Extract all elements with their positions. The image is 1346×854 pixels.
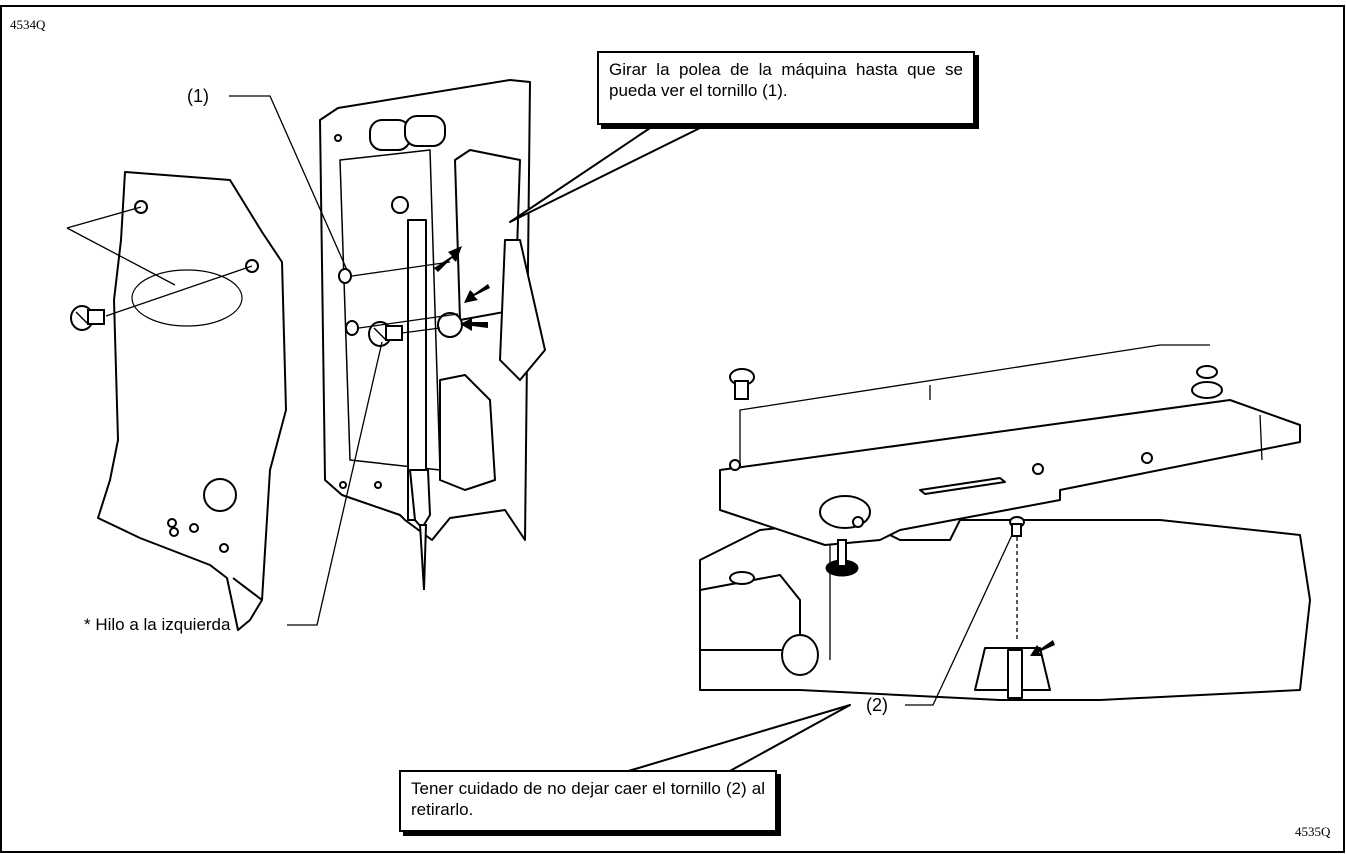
machine-bed — [699, 519, 1311, 701]
callout-turn-pulley: Girar la polea de la máquina hasta que s… — [597, 51, 975, 125]
bobbin-wheel — [825, 539, 859, 577]
leader-screw-1 — [229, 95, 348, 271]
callout-top-pointer — [509, 127, 701, 223]
head-screw — [368, 321, 403, 347]
needle — [418, 524, 428, 591]
label-screw-2: (2) — [866, 695, 888, 715]
label-screw-1: (1) — [187, 86, 209, 106]
diagram-border — [0, 5, 1345, 853]
callout-careful-screw: Tener cuidado de no dejar caer el tornil… — [399, 770, 777, 832]
figure-code-bottom: 4535Q — [1295, 824, 1331, 839]
leader-left-thread — [287, 341, 383, 626]
bed-plate — [719, 365, 1301, 546]
screw-2 — [1009, 516, 1025, 537]
machine-head — [319, 79, 546, 541]
bed-outline — [739, 344, 1263, 660]
head-guide-lines — [351, 261, 459, 334]
face-cover-plate — [97, 171, 287, 631]
pointer-arrow-bed — [1030, 640, 1055, 656]
leader-screw-2 — [905, 534, 1013, 706]
figure-code-top: 4534Q — [10, 17, 46, 32]
label-left-thread: * Hilo a la izquierda — [84, 615, 231, 634]
bed-screw — [729, 368, 755, 400]
cover-leader-lines — [66, 206, 253, 317]
cover-screw — [70, 305, 105, 331]
callout-bottom-pointer — [624, 704, 851, 773]
pointer-arrows — [434, 246, 490, 331]
set-screws — [338, 268, 359, 336]
